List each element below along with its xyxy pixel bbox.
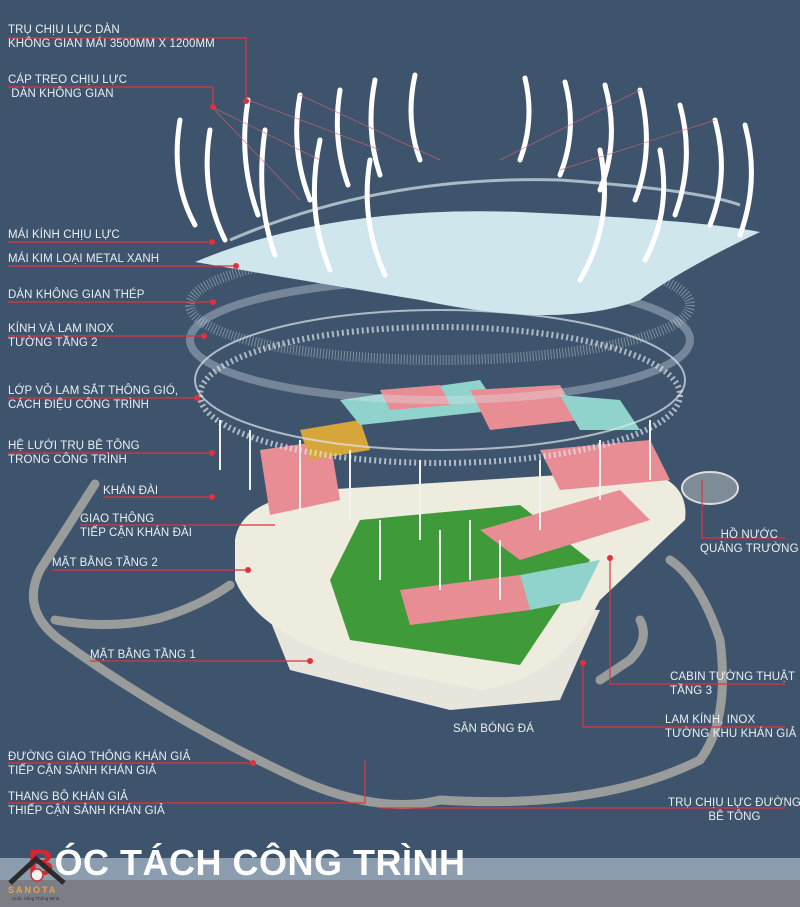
label-truss-columns: TRỤ CHỊU LỰC DÀN KHÔNG GIAN MÁI 3500MM X …	[8, 23, 215, 51]
label-line: CÁCH ĐIỆU CÔNG TRÌNH	[8, 399, 150, 411]
label-road-columns: TRỤ CHỊU LỰC ĐƯỜNG BÊ TÔNG	[668, 796, 800, 824]
label-line: CÁP TREO CHỊU LỰC	[8, 74, 128, 86]
label-line: ĐƯỜNG GIAO THÔNG KHÁN GIẢ	[8, 751, 191, 763]
label-line: LAM KÍNH, INOX	[665, 714, 756, 726]
label-facade: LỚP VỎ LAM SẮT THÔNG GIÓ, CÁCH ĐIỆU CÔNG …	[8, 384, 178, 412]
label-line: TƯỜNG KHU KHÁN GIẢ	[665, 728, 797, 740]
label-columns: HỆ LƯỚI TRỤ BÊ TÔNG TRONG CÔNG TRÌNH	[8, 439, 140, 467]
label-line: DÀN KHÔNG GIAN	[8, 88, 114, 100]
label-line: TRONG CÔNG TRÌNH	[8, 454, 127, 466]
label-line: THIẾP CẬN SẢNH KHÁN GIẢ	[8, 805, 165, 817]
label-stands: KHÁN ĐÀI	[103, 485, 159, 497]
label-line: TIẾP CẬN KHÁN ĐÀI	[80, 527, 193, 539]
label-louver-wall: LAM KÍNH, INOX TƯỜNG KHU KHÁN GIẢ	[665, 713, 796, 741]
label-line: LỚP VỎ LAM SẮT THÔNG GIÓ,	[8, 385, 179, 397]
stands	[260, 380, 670, 625]
label-line: THANG BỘ KHÁN GIẢ	[8, 791, 128, 803]
label-space-frame: DÀN KHÔNG GIAN THÉP	[8, 289, 145, 301]
label-stairs: THANG BỘ KHÁN GIẢ THIẾP CẬN SẢNH KHÁN GIẢ	[8, 790, 165, 818]
label-line: TƯỜNG TẦNG 2	[8, 337, 98, 349]
label-line: TẦNG 3	[670, 685, 713, 697]
logo-name: SANOTA	[8, 885, 58, 895]
spectator-road	[28, 479, 727, 809]
suspension-cables	[211, 89, 716, 201]
label-metal-roof: MÁI KIM LOẠI METAL XANH	[8, 253, 160, 265]
label-line: TRỤ CHỊU LỰC ĐƯỜNG	[668, 797, 800, 809]
label-line: TIẾP CẬN SẢNH KHÁN GIẢ	[8, 765, 157, 777]
footer-base	[0, 880, 800, 907]
label-cables: CÁP TREO CHỊU LỰC DÀN KHÔNG GIAN	[8, 73, 127, 101]
label-line: HỆ LƯỚI TRỤ BÊ TÔNG	[8, 440, 140, 452]
sanota-logo-icon	[8, 855, 66, 885]
label-line: GIAO THÔNG	[80, 513, 155, 525]
label-spectator-road: ĐƯỜNG GIAO THÔNG KHÁN GIẢ TIẾP CẬN SẢNH K…	[8, 750, 190, 778]
plaza-pond	[681, 471, 739, 505]
label-line: TRỤ CHỊU LỰC DÀN	[8, 24, 120, 36]
label-glass-roof: MÁI KÍNH CHỊU LỰC	[8, 229, 120, 241]
footer-band	[0, 858, 800, 880]
label-line: KHÔNG GIAN MÁI 3500MM X 1200MM	[8, 38, 215, 50]
label-line: CABIN TƯỜNG THUẬT	[670, 671, 796, 683]
label-stand-access: GIAO THÔNG TIẾP CẬN KHÁN ĐÀI	[80, 512, 192, 540]
label-pond: HỒ NƯỚC QUẢNG TRƯỜNG	[700, 528, 799, 556]
label-line: HỒ NƯỚC	[720, 529, 779, 541]
label-cabin: CABIN TƯỜNG THUẬT TẦNG 3	[670, 670, 795, 698]
leader-dots	[194, 98, 613, 766]
label-floor-2: MẶT BẰNG TẦNG 2	[52, 557, 158, 569]
label-line: QUẢNG TRƯỜNG	[700, 543, 799, 555]
page-title: BÓC TÁCH CÔNG TRÌNH	[28, 842, 465, 884]
label-field: SÂN BÓNG ĐÁ	[453, 723, 534, 735]
leader-lines	[8, 37, 785, 809]
label-glass-louver: KÍNH VÀ LAM INOX TƯỜNG TẦNG 2	[8, 322, 114, 350]
label-line: BÊ TÔNG	[708, 811, 761, 823]
concrete-columns	[219, 420, 651, 600]
label-floor-1: MẶT BẰNG TẦNG 1	[90, 649, 196, 661]
label-line: KÍNH VÀ LAM INOX	[8, 323, 114, 335]
title-rest: ÓC TÁCH CÔNG TRÌNH	[54, 842, 466, 883]
logo-tagline: Cuộc Sống Thông Minh	[12, 896, 60, 901]
metal-roof	[195, 211, 760, 315]
